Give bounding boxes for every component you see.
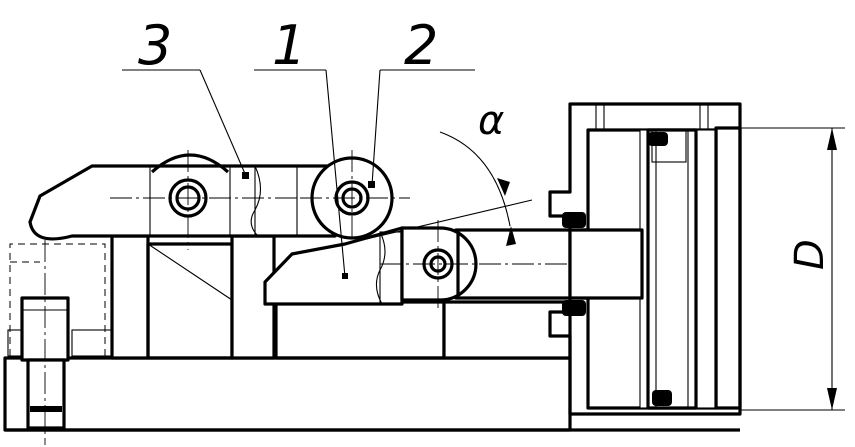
angle-arc <box>439 131 516 246</box>
left-support <box>110 234 276 360</box>
dimension-d <box>740 127 845 411</box>
label-part-2: 2 <box>404 14 438 77</box>
label-d: D <box>787 239 833 270</box>
label-part-3: 3 <box>138 14 172 77</box>
wedge-part-1 <box>263 199 533 306</box>
left-bolt <box>7 240 113 445</box>
cylinder <box>548 102 742 416</box>
lever-part-3 <box>28 150 337 250</box>
center-block <box>274 300 572 360</box>
leader-lines <box>122 69 475 279</box>
label-part-1: 1 <box>272 14 306 77</box>
label-alpha: α <box>478 98 504 144</box>
